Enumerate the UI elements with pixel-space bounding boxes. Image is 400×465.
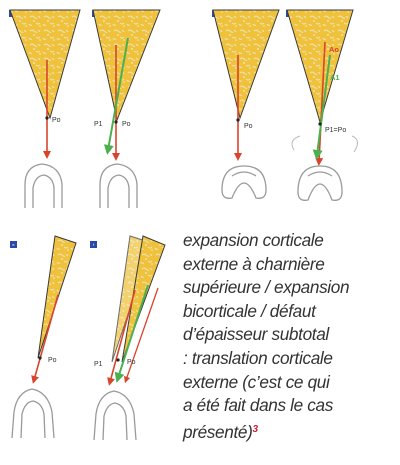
caption-line: externe à charnière (183, 253, 325, 274)
soft-tissue-outline (291, 135, 358, 153)
point-label-p1: P1 (94, 361, 103, 368)
tooth-axis-arrow (107, 289, 136, 386)
caption-line: expansion corticale (183, 230, 324, 250)
caption-line: externe (c’est ce qui (183, 371, 330, 392)
bone-wedge (92, 9, 161, 122)
point-marker (116, 358, 120, 362)
point-marker (114, 120, 118, 124)
tooth-outline (221, 165, 267, 199)
tooth-axis-arrow (315, 41, 326, 166)
tooth-outline (99, 163, 138, 208)
caption-line: : translation corticale (183, 347, 333, 368)
caption-text: expansion corticale externe à charnière … (183, 229, 397, 444)
point-label-po: Po (122, 121, 131, 128)
point-label-p1-po: P1=Po (325, 127, 346, 134)
panel-b: b P1 Po (92, 9, 161, 208)
point-label-po: Po (48, 357, 57, 364)
point-label-po: Po (52, 117, 61, 124)
panel-d: d Ao A1 P1=Po (286, 9, 358, 201)
displaced-axis-arrow (114, 284, 149, 383)
panel-badge-e-text: e (12, 242, 15, 247)
point-label-p1: P1 (94, 121, 103, 128)
caption-line: présenté) (183, 421, 253, 442)
displaced-axis-arrow (103, 37, 129, 155)
panel-e: e Po (10, 235, 77, 439)
axis-label-a1: A1 (330, 73, 340, 82)
reference-number: 3 (252, 423, 258, 435)
bone-wedge (212, 9, 280, 120)
panel-f: f P1 Po (90, 235, 166, 441)
displaced-axis-arrow (312, 54, 331, 160)
tooth-outline (11, 388, 55, 439)
axis-label-ao: Ao (329, 45, 339, 54)
caption-line: d’épaisseur subtotal (183, 324, 329, 345)
panel-badge-e (10, 241, 17, 248)
point-label-po: Po (244, 123, 253, 130)
point-label-po: Po (127, 359, 136, 366)
tooth-outline (297, 165, 343, 201)
tooth-axis-arrow (31, 294, 59, 384)
point-marker (38, 356, 42, 360)
bone-wedge (9, 9, 81, 120)
panel-c: c Po (212, 9, 280, 199)
tooth-outline (93, 390, 137, 441)
point-marker (45, 116, 49, 120)
panel-a: a Po (9, 9, 81, 208)
point-marker (236, 118, 240, 122)
caption-line: a été fait dans le cas (183, 395, 333, 416)
tooth-outline (24, 163, 63, 208)
panel-badge-f-text: f (93, 242, 95, 247)
panel-badge-f (90, 241, 97, 248)
bone-wedge (286, 9, 354, 124)
caption-line-last: présenté)3 (183, 418, 397, 445)
point-marker (318, 122, 322, 126)
caption-line: supérieure / expansion (183, 277, 350, 298)
caption-line: bicorticale / défaut (183, 300, 316, 321)
tooth-axis-arrow-2 (123, 287, 159, 384)
